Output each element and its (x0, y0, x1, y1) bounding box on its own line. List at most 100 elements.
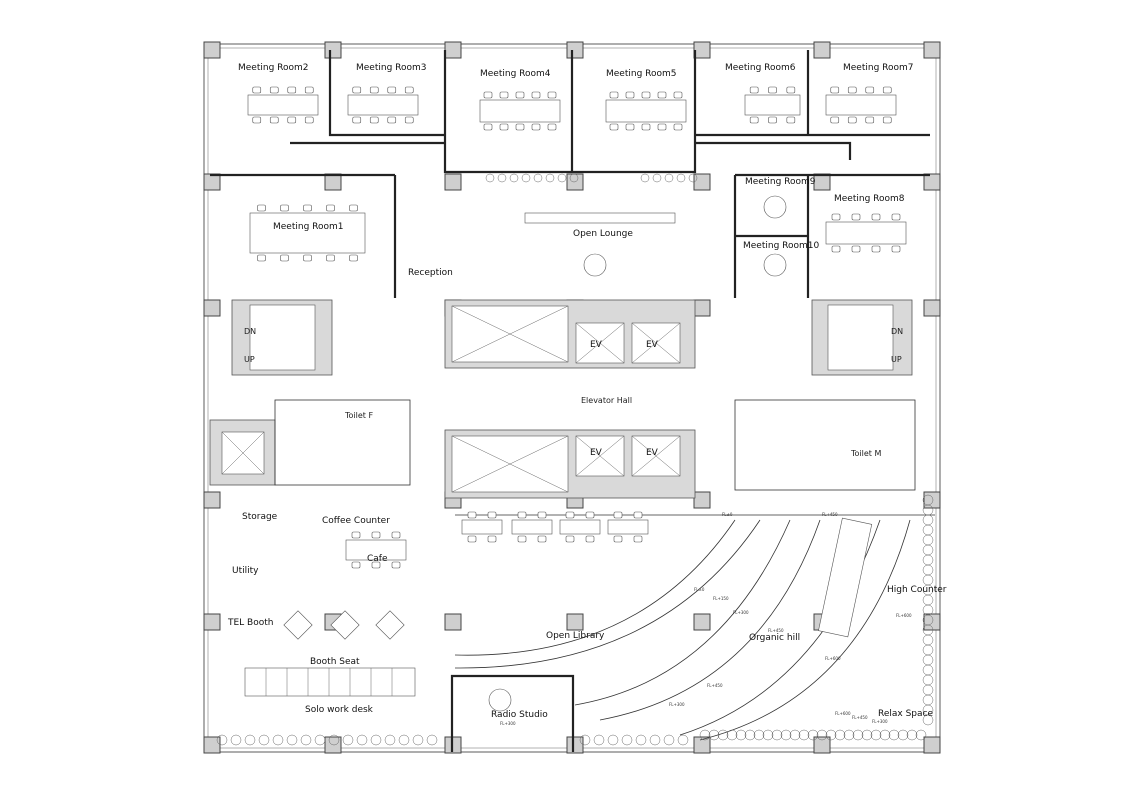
chair (467, 535, 477, 543)
chair (517, 511, 527, 519)
table (247, 94, 319, 116)
plant (509, 173, 519, 183)
plant (579, 734, 591, 746)
plant (607, 734, 619, 746)
chair (326, 204, 335, 212)
label-meeting-room9: Meeting Room9 (745, 177, 816, 187)
plant (922, 524, 934, 536)
label-meeting-room4: Meeting Room4 (480, 69, 551, 79)
plant (922, 534, 934, 546)
chair (673, 91, 683, 99)
chair (641, 123, 651, 131)
plant (569, 173, 579, 183)
column (813, 736, 831, 754)
plant (663, 734, 675, 746)
plant (708, 729, 720, 741)
plant (384, 734, 396, 746)
column (923, 736, 941, 754)
column (813, 173, 831, 191)
plant (922, 564, 934, 576)
chair (404, 116, 414, 124)
chair (515, 91, 525, 99)
column (203, 613, 221, 631)
plant (825, 729, 837, 741)
chair (847, 116, 857, 124)
chair (633, 535, 643, 543)
column (203, 299, 221, 317)
chair (537, 511, 547, 519)
label-open-lounge: Open Lounge (573, 229, 633, 239)
plant (744, 729, 756, 741)
cafe-table (330, 610, 360, 640)
plant (398, 734, 410, 746)
table (479, 99, 561, 123)
chair (326, 254, 335, 262)
chair (531, 91, 541, 99)
label-dn-right: DN (891, 327, 903, 336)
chair (371, 531, 381, 539)
label-meeting-room6: Meeting Room6 (725, 63, 796, 73)
table (825, 221, 907, 245)
chair (882, 86, 892, 94)
label-meeting-room7: Meeting Room7 (843, 63, 914, 73)
chair (280, 204, 289, 212)
plant (922, 574, 934, 586)
plant (834, 729, 846, 741)
label-ev-3: EV (590, 448, 603, 458)
label-coffee-counter: Coffee Counter (322, 516, 390, 526)
column (693, 41, 711, 59)
label-ev-2: EV (646, 340, 659, 350)
chair (673, 123, 683, 131)
furniture (244, 86, 907, 712)
chair (613, 535, 623, 543)
fl-label: FL+450 (707, 683, 723, 688)
chair (609, 91, 619, 99)
label-radio-studio: Radio Studio (491, 710, 548, 720)
chair (786, 86, 796, 94)
plant (789, 729, 801, 741)
plant (816, 729, 828, 741)
chair (625, 91, 635, 99)
plant (879, 729, 891, 741)
plant (771, 729, 783, 741)
plant (861, 729, 873, 741)
plant (922, 714, 934, 726)
chair (768, 116, 777, 124)
plant (922, 634, 934, 646)
chair (387, 86, 397, 94)
chair (565, 535, 575, 543)
chair (871, 213, 881, 221)
plant (676, 173, 686, 183)
plant (922, 664, 934, 676)
chair (613, 511, 623, 519)
chair (304, 86, 314, 94)
chair (830, 86, 840, 94)
table (347, 94, 419, 116)
plant (717, 729, 729, 741)
label-meeting-room3: Meeting Room3 (356, 63, 427, 73)
chair (537, 535, 547, 543)
plant (807, 729, 819, 741)
column (444, 613, 462, 631)
plant (635, 734, 647, 746)
chair (351, 561, 361, 569)
chair (349, 204, 358, 212)
label-up-right: UP (891, 355, 902, 364)
fl-label: FL±0 (694, 587, 705, 592)
plant (677, 734, 689, 746)
lounge-counter (524, 212, 676, 224)
chair (369, 116, 379, 124)
table (345, 539, 407, 561)
chair (865, 116, 875, 124)
table (249, 212, 366, 254)
chair (252, 116, 262, 124)
chair (547, 91, 557, 99)
column (923, 299, 941, 317)
chair (657, 123, 667, 131)
chair (641, 91, 651, 99)
plant (286, 734, 298, 746)
chair (749, 116, 759, 124)
label-relax-space: Relax Space (878, 709, 933, 719)
label-meeting-room1: Meeting Room1 (273, 222, 344, 232)
plant (906, 729, 918, 741)
